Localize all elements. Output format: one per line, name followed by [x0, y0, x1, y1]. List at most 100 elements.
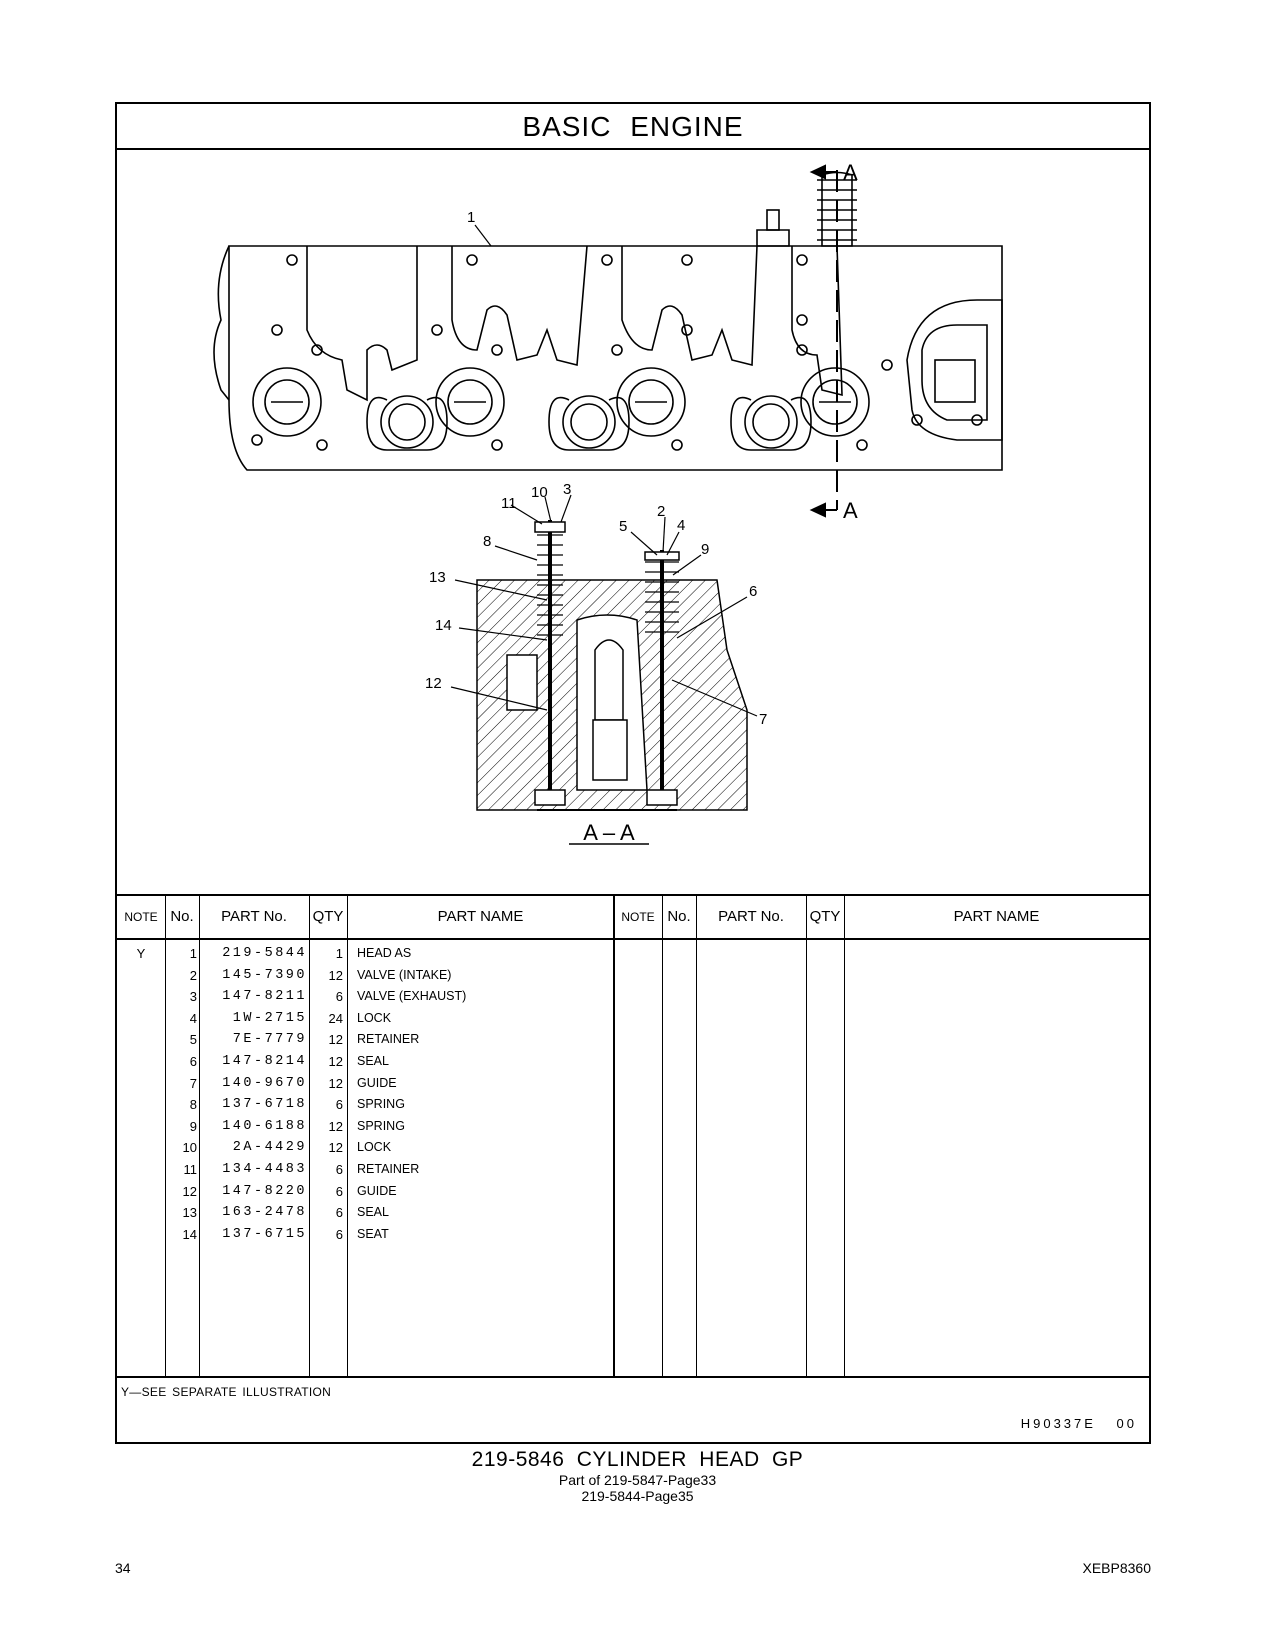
document-id: XEBP8360: [1082, 1560, 1152, 1576]
cell-no: 3: [189, 989, 197, 1005]
cell-qty: 12: [328, 1075, 343, 1091]
header-no-left: No.: [170, 908, 194, 925]
part-of-line-2: 219-5844-Page35: [581, 1488, 694, 1504]
cell-qty: 12: [328, 1118, 343, 1134]
cell-no: 1: [189, 946, 197, 961]
cell-part-no: 2A-4429: [232, 1140, 307, 1156]
callout-6: 6: [749, 583, 757, 600]
cell-qty: 6: [335, 1226, 343, 1242]
header-partname-left: PART NAME: [437, 908, 524, 925]
header-note-right: NOTE: [621, 910, 655, 924]
col-divider: [309, 896, 310, 1378]
table-row: 9 140-6188 12 SPRING: [117, 1117, 1149, 1139]
header-note-left: NOTE: [124, 910, 158, 924]
callout-3: 3: [563, 481, 571, 498]
parts-page-frame: BASIC ENGINE: [115, 102, 1151, 1444]
col-divider: [165, 896, 166, 1378]
cell-no: 14: [182, 1226, 197, 1242]
cell-qty: 6: [335, 1162, 343, 1177]
cell-part-no: 134-4483: [222, 1162, 307, 1177]
cell-no: 4: [189, 1010, 197, 1026]
cell-qty: 6: [335, 1205, 343, 1221]
callout-leaders: [450, 224, 758, 717]
header-partno-left: PART No.: [221, 908, 287, 925]
cell-name: SPRING: [357, 1118, 405, 1133]
cell-no: 6: [189, 1054, 197, 1069]
cell-qty: 6: [335, 989, 343, 1005]
cell-no: 7: [189, 1075, 197, 1091]
illustration-code: H90337E 00: [1020, 1416, 1137, 1431]
cell-part-no: 140-9670: [222, 1075, 307, 1091]
cell-no: 12: [182, 1183, 197, 1199]
table-row: 7 140-9670 12 GUIDE: [117, 1074, 1149, 1096]
header-partname-right: PART NAME: [953, 908, 1040, 925]
col-divider: [662, 896, 663, 1378]
page-caption: 219-5846 CYLINDER HEAD GP Part of 219-58…: [0, 1448, 1275, 1504]
cell-no: 9: [189, 1118, 197, 1134]
header-no-right: No.: [667, 908, 691, 925]
cell-qty: 12: [328, 967, 343, 983]
callout-14: 14: [435, 617, 452, 634]
section-view-drawing: [476, 520, 748, 811]
cell-qty: 6: [335, 1183, 343, 1199]
cell-name: SEAL: [357, 1054, 389, 1068]
cell-no: 2: [189, 967, 197, 983]
callout-13: 13: [429, 569, 446, 586]
cell-qty: 1: [335, 946, 343, 961]
section-title: BASIC ENGINE: [117, 104, 1149, 150]
cell-name: RETAINER: [357, 1032, 420, 1047]
col-divider: [806, 896, 807, 1378]
cell-note: Y: [136, 946, 146, 961]
cell-part-no: 137-6718: [222, 1097, 307, 1113]
cell-no: 13: [182, 1205, 197, 1221]
header-qty-right: QTY: [809, 908, 841, 925]
cell-no: 5: [189, 1032, 197, 1048]
cell-part-no: 137-6715: [222, 1226, 307, 1242]
table-row: 12 147-8220 6 GUIDE: [117, 1182, 1149, 1204]
cell-name: SEAL: [357, 1205, 389, 1220]
callout-10: 10: [531, 484, 548, 501]
cell-name: LOCK: [357, 1010, 392, 1025]
section-line: [809, 164, 838, 518]
callout-8: 8: [483, 533, 491, 550]
col-divider: [613, 896, 615, 1378]
callout-11: 11: [501, 495, 517, 512]
cylinder-head-drawing: [213, 171, 1003, 471]
cell-part-no: 7E-7779: [232, 1032, 307, 1048]
cell-name: SPRING: [357, 1097, 405, 1112]
callout-1: 1: [467, 209, 475, 226]
callout-9: 9: [701, 541, 709, 558]
section-marker-top: A: [843, 160, 858, 185]
callout-12: 12: [425, 675, 442, 692]
cell-qty: 12: [328, 1032, 343, 1048]
cell-name: VALVE (EXHAUST): [357, 989, 467, 1004]
cell-name: GUIDE: [357, 1183, 397, 1198]
cell-part-no: 147-8220: [222, 1183, 307, 1199]
cell-no: 10: [182, 1140, 197, 1156]
header-qty-left: QTY: [312, 908, 344, 925]
cell-name: RETAINER: [357, 1162, 420, 1176]
col-divider: [696, 896, 697, 1378]
col-divider: [199, 896, 200, 1378]
cell-part-no: 140-6188: [222, 1118, 307, 1134]
table-row: 13 163-2478 6 SEAL: [117, 1203, 1149, 1225]
cell-name: VALVE (INTAKE): [357, 967, 452, 982]
cell-name: LOCK: [357, 1140, 392, 1155]
page-number: 34: [115, 1560, 131, 1576]
callout-7: 7: [759, 711, 767, 728]
cell-name: GUIDE: [357, 1075, 397, 1090]
part-of-line-1: Part of 219-5847-Page33: [558, 1472, 717, 1488]
cell-qty: 12: [328, 1054, 343, 1069]
parts-table: NOTE No. PART No. QTY PART NAME NOTE No.…: [117, 894, 1149, 1378]
callout-2: 2: [657, 503, 665, 520]
group-title: 219-5846 CYLINDER HEAD GP: [471, 1448, 804, 1471]
cell-part-no: 163-2478: [222, 1205, 307, 1221]
footnote: Y—SEE SEPARATE ILLUSTRATION: [121, 1385, 332, 1399]
